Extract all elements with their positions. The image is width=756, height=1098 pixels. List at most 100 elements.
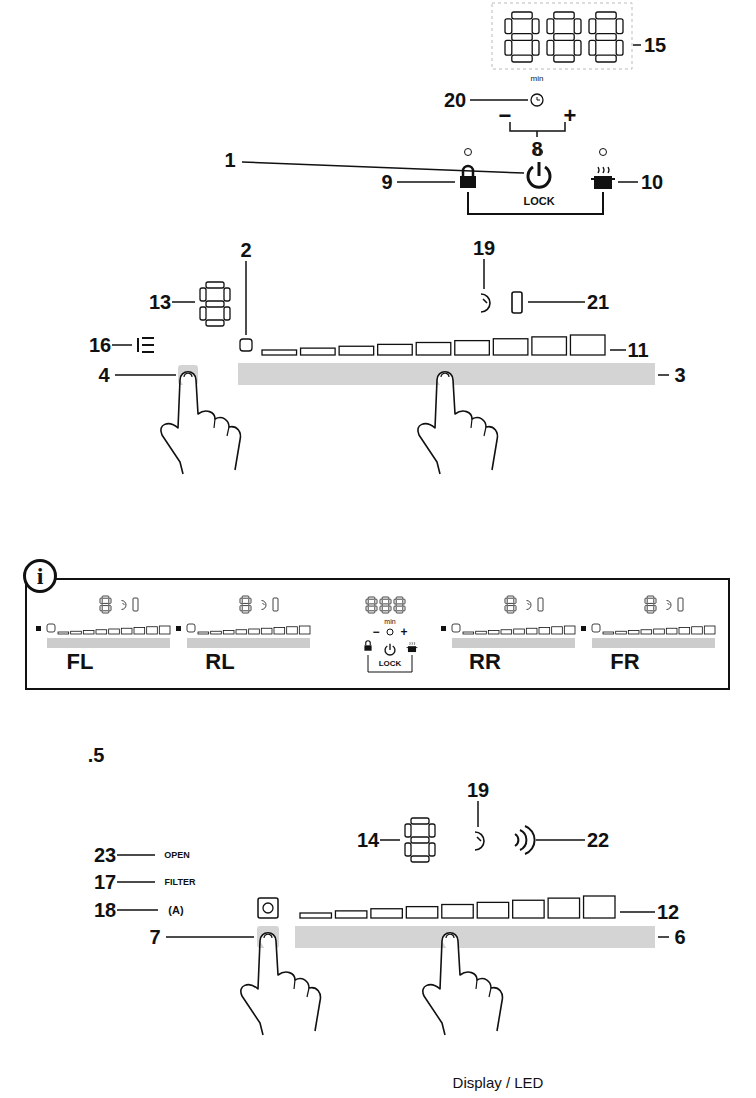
digit-segment <box>242 611 249 613</box>
digit-segment <box>206 301 224 307</box>
leader-line <box>397 181 455 183</box>
slider <box>47 638 170 648</box>
callout-number: 6 <box>674 927 685 947</box>
digit-segment <box>102 603 109 605</box>
key-sign: − <box>499 105 512 127</box>
digit-segment <box>512 55 532 62</box>
hand <box>418 372 498 474</box>
level-segment <box>274 628 285 635</box>
level-segment <box>564 626 575 634</box>
level-segment <box>147 627 158 634</box>
digit-segment <box>514 598 516 603</box>
digit-segment <box>394 606 396 611</box>
digit-segment <box>389 599 391 604</box>
bridge-symbol <box>133 598 138 611</box>
leader-line <box>117 855 158 910</box>
bridge-symbol <box>512 292 522 313</box>
digit-segment <box>645 606 647 611</box>
leader-line <box>620 911 655 913</box>
key-sign: + <box>400 626 407 638</box>
level-segment <box>406 907 437 918</box>
leader-line <box>633 44 641 46</box>
level-segment <box>539 628 550 635</box>
level-segment <box>371 909 402 918</box>
digit-segment <box>206 282 224 288</box>
level-segment <box>476 631 487 634</box>
key-sign: + <box>564 105 577 127</box>
level-segment <box>339 346 374 355</box>
level-segment <box>532 337 567 355</box>
digit-segment <box>532 19 539 34</box>
digit-segment <box>382 604 389 606</box>
digit-segment <box>505 598 507 603</box>
level-segment <box>96 630 107 634</box>
level-segment <box>463 632 474 634</box>
unit-label: min <box>531 75 544 83</box>
level-segment <box>287 627 298 634</box>
level-segment <box>159 626 170 634</box>
level-segment <box>442 905 473 919</box>
digit-segment <box>242 596 249 598</box>
bracket <box>368 655 412 672</box>
digit-segment <box>242 603 249 605</box>
key-label: LOCK <box>379 660 402 668</box>
level-segment <box>455 341 490 355</box>
timer-symbol <box>475 832 484 850</box>
callout-number: 11 <box>627 340 648 360</box>
digit-segment <box>368 611 375 613</box>
leader-line <box>658 936 669 938</box>
digit-segment <box>554 34 574 41</box>
digit-segment <box>647 611 654 613</box>
digit-segment <box>200 288 206 301</box>
digit-segment <box>429 824 435 837</box>
digit-segment <box>411 856 429 862</box>
digit-segment <box>654 598 656 603</box>
digit-segment <box>366 599 368 604</box>
digit-segment <box>574 40 581 55</box>
leader-line <box>618 181 638 183</box>
leader-line <box>536 839 585 841</box>
zone-name: FR <box>610 651 639 673</box>
callout-number: 1 <box>224 150 235 170</box>
level-segment <box>261 628 272 634</box>
level-segment <box>666 628 677 634</box>
info-panel: imin−+LOCKFLRLRRFR <box>25 578 730 690</box>
slider <box>295 926 655 948</box>
level-segment <box>603 632 614 634</box>
digit-segment <box>507 603 514 605</box>
boost-symbol <box>138 338 154 352</box>
level-segment <box>679 628 690 635</box>
leader-line <box>477 801 479 827</box>
led <box>600 149 607 156</box>
zone-led <box>592 624 600 632</box>
digit-segment <box>396 597 403 599</box>
lock-symbol <box>460 166 476 188</box>
callout-number: 2 <box>240 240 251 260</box>
digit-segment <box>589 19 596 34</box>
pan-symbol <box>407 642 418 652</box>
leader-line <box>245 261 247 335</box>
level-segment <box>262 350 297 355</box>
callout-number: 18 <box>94 900 116 920</box>
key-label: LOCK <box>523 196 554 207</box>
bracket <box>468 192 603 214</box>
digit-segment <box>102 596 109 598</box>
callout-number: 19 <box>473 238 495 258</box>
digit-segment <box>547 19 554 34</box>
bridge-symbol <box>273 598 278 611</box>
level-segment <box>616 631 627 634</box>
hand <box>241 933 321 1035</box>
level-segment <box>249 629 260 634</box>
level-segment <box>300 913 331 918</box>
level-segment <box>58 632 69 634</box>
digit-segment <box>405 843 411 856</box>
digit-segment <box>596 34 616 41</box>
callout-number: 3 <box>674 365 685 385</box>
signal-symbol <box>515 826 535 854</box>
bridge-symbol <box>538 598 543 611</box>
callout-number: 10 <box>641 172 663 192</box>
indicator-label: FILTER <box>165 878 196 887</box>
leader-line <box>483 259 485 289</box>
